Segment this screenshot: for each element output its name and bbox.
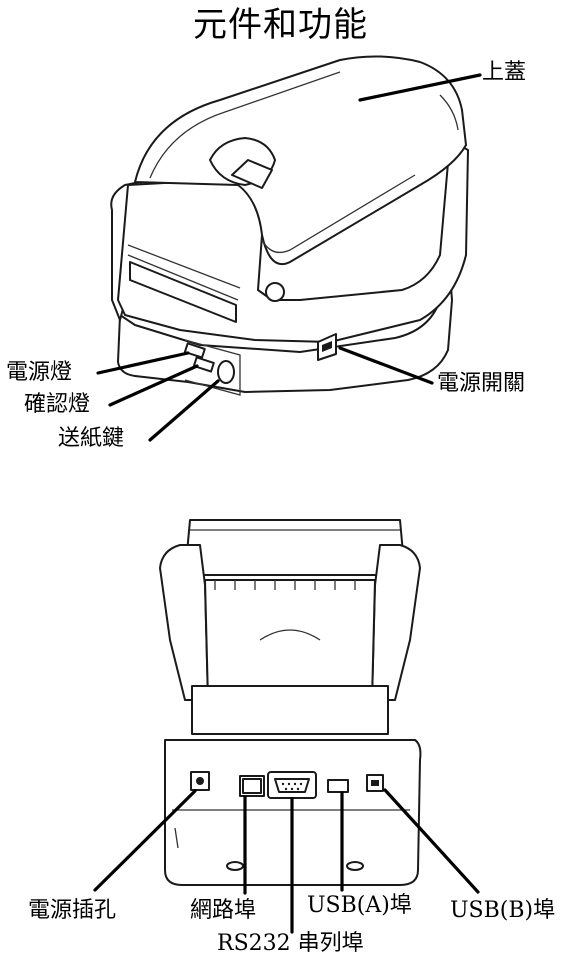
printer-front-view	[110, 55, 469, 396]
front-leader-lines	[96, 73, 482, 442]
rear-leader-lines	[93, 788, 480, 934]
feed-button-label: 送紙鍵	[58, 426, 125, 451]
serial-port-label: RS232 串列埠	[217, 931, 364, 956]
usb-b-port-label: USB(B)埠	[450, 898, 556, 923]
top-cover-label: 上蓋	[482, 60, 527, 85]
ethernet-port-label: 網路埠	[190, 898, 257, 923]
power-led-label: 電源燈	[6, 360, 73, 385]
power-jack-label: 電源插孔	[28, 898, 117, 923]
page-title: 元件和功能	[193, 5, 368, 45]
power-switch-label: 電源開關	[437, 371, 526, 396]
usb-a-port-label: USB(A)埠	[307, 893, 412, 918]
printer-rear-view	[159, 519, 422, 886]
ready-led-label: 確認燈	[24, 392, 91, 417]
